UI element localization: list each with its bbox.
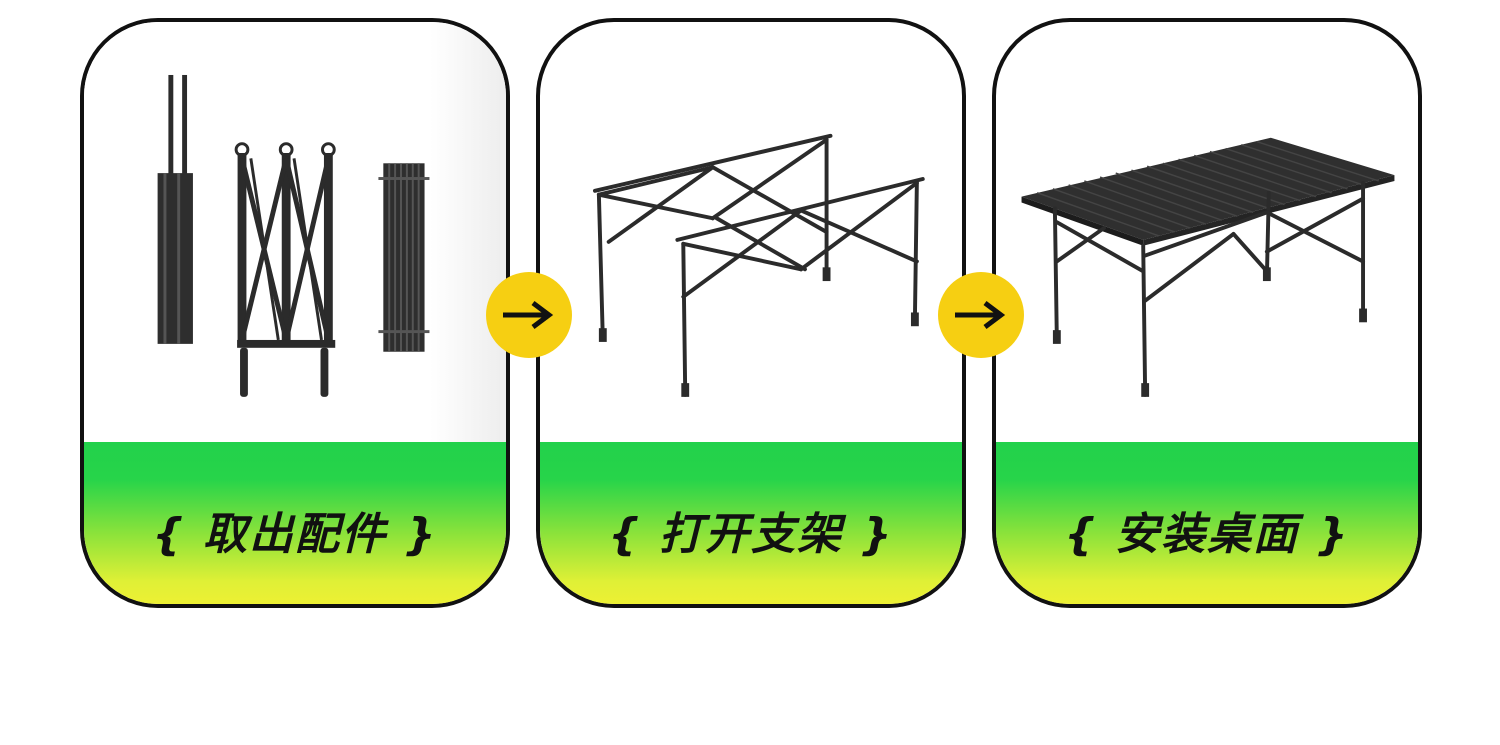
arrow-right-icon — [938, 272, 1024, 358]
assembled-table-image — [996, 22, 1418, 442]
label-band: { 取出配件 } — [84, 442, 506, 604]
open-frame-image — [540, 22, 962, 442]
assembled-table-illustration — [1021, 137, 1395, 397]
step-label: { 安装桌面 } — [1064, 509, 1350, 560]
label-band: { 安装桌面 } — [996, 442, 1418, 604]
step-label: { 取出配件 } — [152, 509, 438, 560]
folded-parts-illustration — [157, 74, 430, 397]
arrow-right-icon — [486, 272, 572, 358]
step-label: { 打开支架 } — [608, 509, 894, 560]
label-band: { 打开支架 } — [540, 442, 962, 604]
folded-parts-image — [84, 22, 506, 442]
open-frame-illustration — [592, 133, 925, 397]
step-card-open-frame: { 打开支架 } — [536, 18, 966, 608]
step-card-install-tabletop: { 安装桌面 } — [992, 18, 1422, 608]
step-card-take-out-parts: { 取出配件 } — [80, 18, 510, 608]
